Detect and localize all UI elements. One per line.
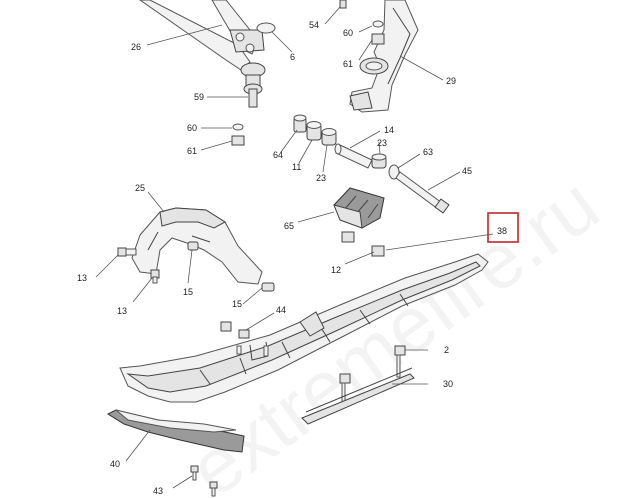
callout-11: 11 xyxy=(292,162,301,172)
part-38-ski xyxy=(119,253,489,403)
part-40-ski-skin xyxy=(106,409,245,453)
callout-61-left: 61 xyxy=(187,146,197,156)
part-26-a-arm xyxy=(139,0,265,71)
part-23-bushing-right xyxy=(371,153,387,169)
callout-30: 30 xyxy=(443,379,453,389)
part-14-sleeve xyxy=(334,143,373,169)
part-11-spacer xyxy=(306,121,322,141)
leader-lines xyxy=(95,6,494,489)
part-61-nut-right xyxy=(371,33,385,45)
part-44-screw-b xyxy=(238,329,250,339)
part-44-screw-d xyxy=(263,345,269,357)
callout-60-top: 60 xyxy=(343,28,353,38)
part-2-nut-a xyxy=(394,345,406,356)
part-23-bushing-left xyxy=(321,128,337,146)
callout-59: 59 xyxy=(194,92,204,102)
callout-23-left: 23 xyxy=(316,173,326,183)
part-15-bushing-b xyxy=(261,282,275,292)
part-65-rubber-block xyxy=(333,187,385,229)
part-45-bolt xyxy=(395,171,450,214)
callout-38: 38 xyxy=(497,226,507,236)
callout-29: 29 xyxy=(446,76,456,86)
callout-15-lower: 15 xyxy=(232,299,242,309)
part-13-bolt-b xyxy=(150,269,160,284)
part-64-bushing xyxy=(293,114,307,133)
callout-6: 6 xyxy=(290,52,295,62)
part-61-nut-left xyxy=(231,135,245,146)
part-60-washer-left xyxy=(232,123,244,131)
part-12-nut-b xyxy=(371,245,385,257)
highlight-box-38 xyxy=(487,212,519,243)
part-59-spindle xyxy=(240,62,266,108)
callout-61-top: 61 xyxy=(343,59,353,69)
callout-40: 40 xyxy=(110,459,120,469)
callout-63: 63 xyxy=(423,147,433,157)
callout-12: 12 xyxy=(331,265,341,275)
callout-23-right: 23 xyxy=(377,138,387,148)
part-12-nut-a xyxy=(341,231,355,243)
callout-45: 45 xyxy=(462,166,472,176)
callout-15-upper: 15 xyxy=(183,287,193,297)
part-6-ring xyxy=(256,22,276,34)
part-63-washer xyxy=(388,164,400,180)
callout-13-lower: 13 xyxy=(117,306,127,316)
part-15-bushing-a xyxy=(187,241,199,251)
callout-64: 64 xyxy=(273,150,283,160)
callout-25: 25 xyxy=(135,183,145,193)
part-54-bolt xyxy=(339,0,347,9)
part-2-nut-b xyxy=(339,373,351,384)
part-43-screw-a xyxy=(190,465,199,481)
callout-14: 14 xyxy=(384,125,394,135)
callout-43: 43 xyxy=(153,486,163,496)
part-43-screw-b xyxy=(209,481,218,497)
part-44-screw-a xyxy=(220,321,232,332)
callout-13-upper: 13 xyxy=(77,273,87,283)
part-44-screw-c xyxy=(236,345,242,355)
callout-26: 26 xyxy=(131,42,141,52)
part-2-stud-a xyxy=(396,354,401,378)
callout-65: 65 xyxy=(284,221,294,231)
callout-labels: 26 6 54 60 61 29 59 60 61 14 64 11 23 23… xyxy=(77,20,507,496)
callout-2: 2 xyxy=(444,345,449,355)
callout-60-left: 60 xyxy=(187,123,197,133)
callout-54: 54 xyxy=(309,20,319,30)
part-29-spindle-bracket xyxy=(349,0,419,113)
part-13-bolt-a xyxy=(117,247,137,257)
part-30-carbide-runner xyxy=(301,367,415,425)
callout-44: 44 xyxy=(276,305,286,315)
part-60-washer-right xyxy=(372,20,384,28)
